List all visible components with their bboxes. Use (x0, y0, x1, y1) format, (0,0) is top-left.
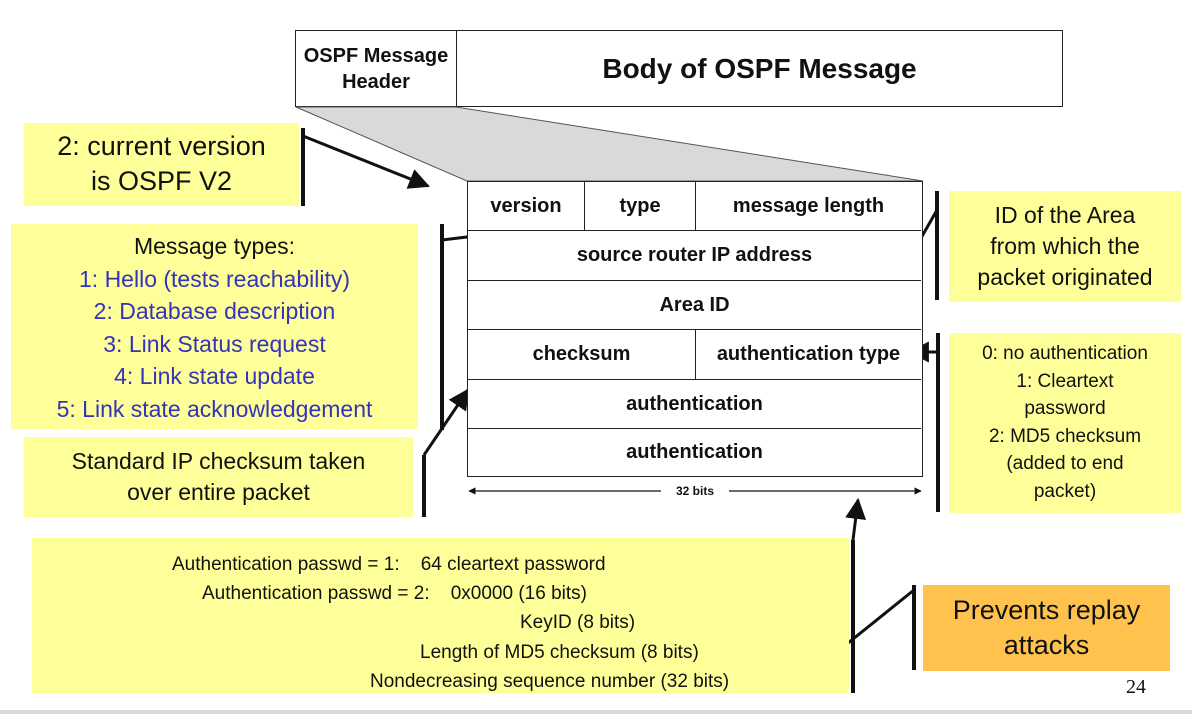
auth-type-line: password (1024, 398, 1106, 419)
auth-detail-line: Length of MD5 checksum (8 bits) (420, 642, 699, 663)
field-checksum: checksum (468, 330, 696, 380)
header-label-line1: OSPF Message (303, 45, 449, 67)
field-version: version (468, 182, 585, 231)
auth-type-line: (added to end (1006, 453, 1124, 474)
zoom-projection (295, 106, 924, 182)
ospf-body-box: Body of OSPF Message (456, 30, 1063, 107)
note-area-line1: ID of the Area (994, 202, 1136, 228)
auth-detail-line: KeyID (8 bits) (520, 612, 636, 633)
field-area-id: Area ID (468, 281, 921, 330)
note-replay-line1: Prevents replay (952, 595, 1141, 625)
message-type-item: 2: Database description (93, 298, 336, 324)
note-version-line2: is OSPF V2 (90, 166, 233, 196)
auth-detail-line: Authentication passwd = 2: 0x0000 (16 bi… (202, 583, 587, 604)
auth-type-line: 2: MD5 checksum (988, 425, 1142, 447)
note-checksum-line2: over entire packet (127, 479, 310, 505)
note-version-line1: 2: current version (57, 131, 266, 161)
bottom-divider (0, 710, 1192, 714)
slide-number: 24 (1126, 676, 1146, 698)
field-message-length: message length (696, 182, 921, 231)
auth-type-line: packet) (1033, 480, 1097, 502)
message-type-item: 4: Link state update (114, 363, 315, 389)
note-area-line2: from which the (990, 233, 1140, 259)
note-area-line3: packet originated (977, 264, 1153, 290)
auth-detail-line: Nondecreasing sequence number (32 bits) (370, 671, 730, 692)
ospf-header-table: version type message length source route… (467, 181, 923, 477)
checksum-arrow (422, 388, 470, 456)
message-type-item: 1: Hello (tests reachability) (79, 265, 350, 292)
field-authentication-type: authentication type (696, 330, 921, 380)
note-checksum-line1: Standard IP checksum taken (71, 448, 366, 474)
auth-detail-arrow-up (845, 497, 867, 541)
body-label: Body of OSPF Message (602, 52, 917, 84)
field-source-router: source router IP address (468, 231, 921, 281)
message-types-title: Message types: (133, 233, 296, 259)
note-auth-detail: Authentication passwd = 1: 64 cleartext … (32, 538, 849, 693)
note-prevents-replay: Prevents replay attacks (923, 585, 1170, 671)
note-replay-line2: attacks (1003, 630, 1090, 660)
field-authentication-2: authentication (626, 440, 763, 463)
bits-width-label: 32 bits (661, 483, 729, 499)
auth-type-line: 0: no authentication (982, 343, 1148, 364)
note-message-types: Message types: 1: Hello (tests reachabil… (11, 224, 418, 429)
auth-type-line: 1: Cleartext (1016, 370, 1114, 392)
message-type-item: 5: Link state acknowledgement (56, 395, 373, 422)
note-version: 2: current version is OSPF V2 (24, 123, 299, 206)
header-label-line2: Header (342, 71, 410, 93)
note-auth-types: 0: no authentication 1: Cleartext passwo… (949, 333, 1181, 513)
note-checksum: Standard IP checksum taken over entire p… (24, 437, 413, 517)
note-area-id: ID of the Area from which the packet ori… (949, 191, 1181, 302)
version-arrow (302, 134, 430, 189)
field-authentication-1: authentication (468, 380, 921, 429)
ospf-header-box: OSPF Message Header (295, 30, 457, 107)
auth-detail-line: Authentication passwd = 1: 64 cleartext … (172, 554, 606, 575)
message-type-item: 3: Link Status request (103, 330, 326, 357)
field-type: type (585, 182, 696, 231)
